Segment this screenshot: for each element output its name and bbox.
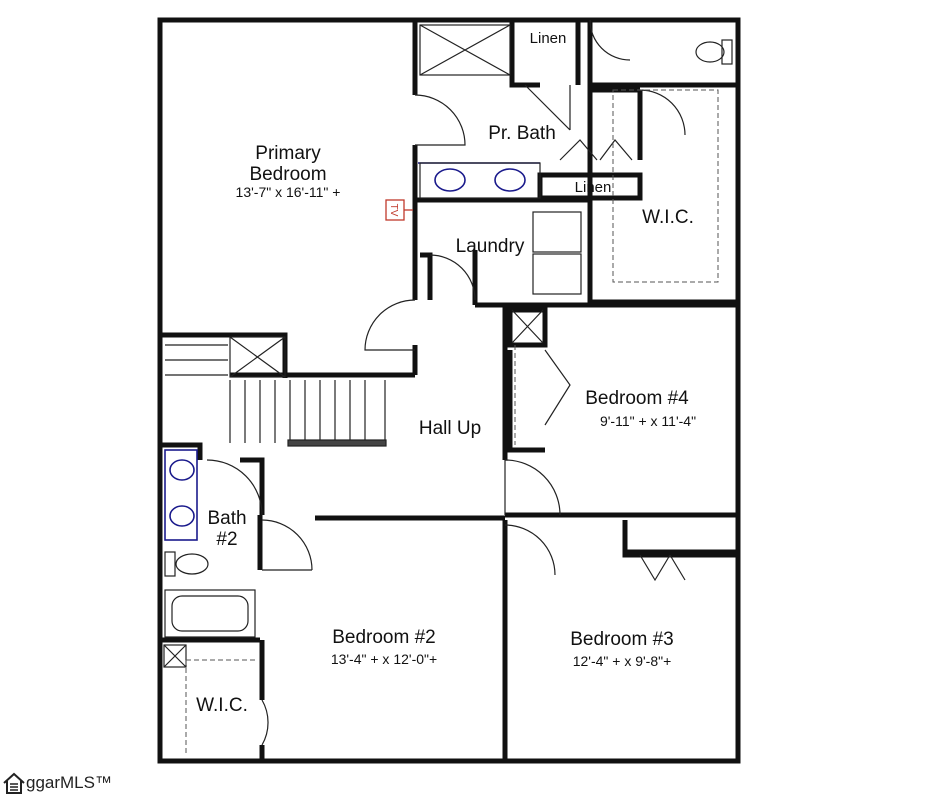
wic-primary-label: W.I.C. <box>642 207 694 228</box>
primary-bedroom-label-2: Bedroom <box>249 164 326 185</box>
bedroom2-label: Bedroom #2 <box>332 627 436 648</box>
hvac-closet <box>163 644 187 668</box>
pr-bath-label: Pr. Bath <box>488 123 556 144</box>
bedroom3-size: 12'-4" + x 9'-8"+ <box>573 653 672 669</box>
wic-lower-label: W.I.C. <box>196 695 248 716</box>
bath2-label-2: #2 <box>216 529 237 550</box>
wic-shelf <box>185 659 258 755</box>
stairs <box>165 336 387 447</box>
hall-label: Hall Up <box>419 418 481 439</box>
doors <box>206 19 686 746</box>
hvac-x <box>511 309 544 344</box>
washer-dryer <box>532 211 582 295</box>
bedroom4-size: 9'-11" + x 11'-4" <box>600 413 696 429</box>
windows <box>159 19 739 762</box>
linen-top-label: Linen <box>530 30 567 47</box>
tv-label: TV <box>388 204 399 217</box>
toilet-primary <box>695 39 733 65</box>
toilet-bath2 <box>164 551 209 577</box>
bedroom2-size: 13'-4" + x 12'-0"+ <box>331 651 437 667</box>
vanity-primary <box>418 162 541 199</box>
bathtub <box>164 589 256 638</box>
bath2-label: Bath <box>207 508 246 529</box>
interior-walls <box>160 20 738 761</box>
shelving <box>612 89 719 283</box>
vanity-bath2 <box>164 449 198 541</box>
house-icon <box>3 772 25 794</box>
watermark-text: ggarMLS™ <box>26 773 112 792</box>
laundry-label: Laundry <box>456 236 525 257</box>
tv-icon: TV <box>385 199 413 221</box>
bedroom4-label: Bedroom #4 <box>585 388 689 409</box>
watermark-logo: ggarMLS™ <box>2 772 112 794</box>
bedroom3-label: Bedroom #3 <box>570 629 674 650</box>
linen-lower-label: Linen <box>575 179 612 196</box>
primary-bedroom-label: Primary <box>255 143 321 164</box>
primary-bedroom-size: 13'-7" x 16'-11" + <box>236 184 341 200</box>
shower <box>419 24 511 76</box>
